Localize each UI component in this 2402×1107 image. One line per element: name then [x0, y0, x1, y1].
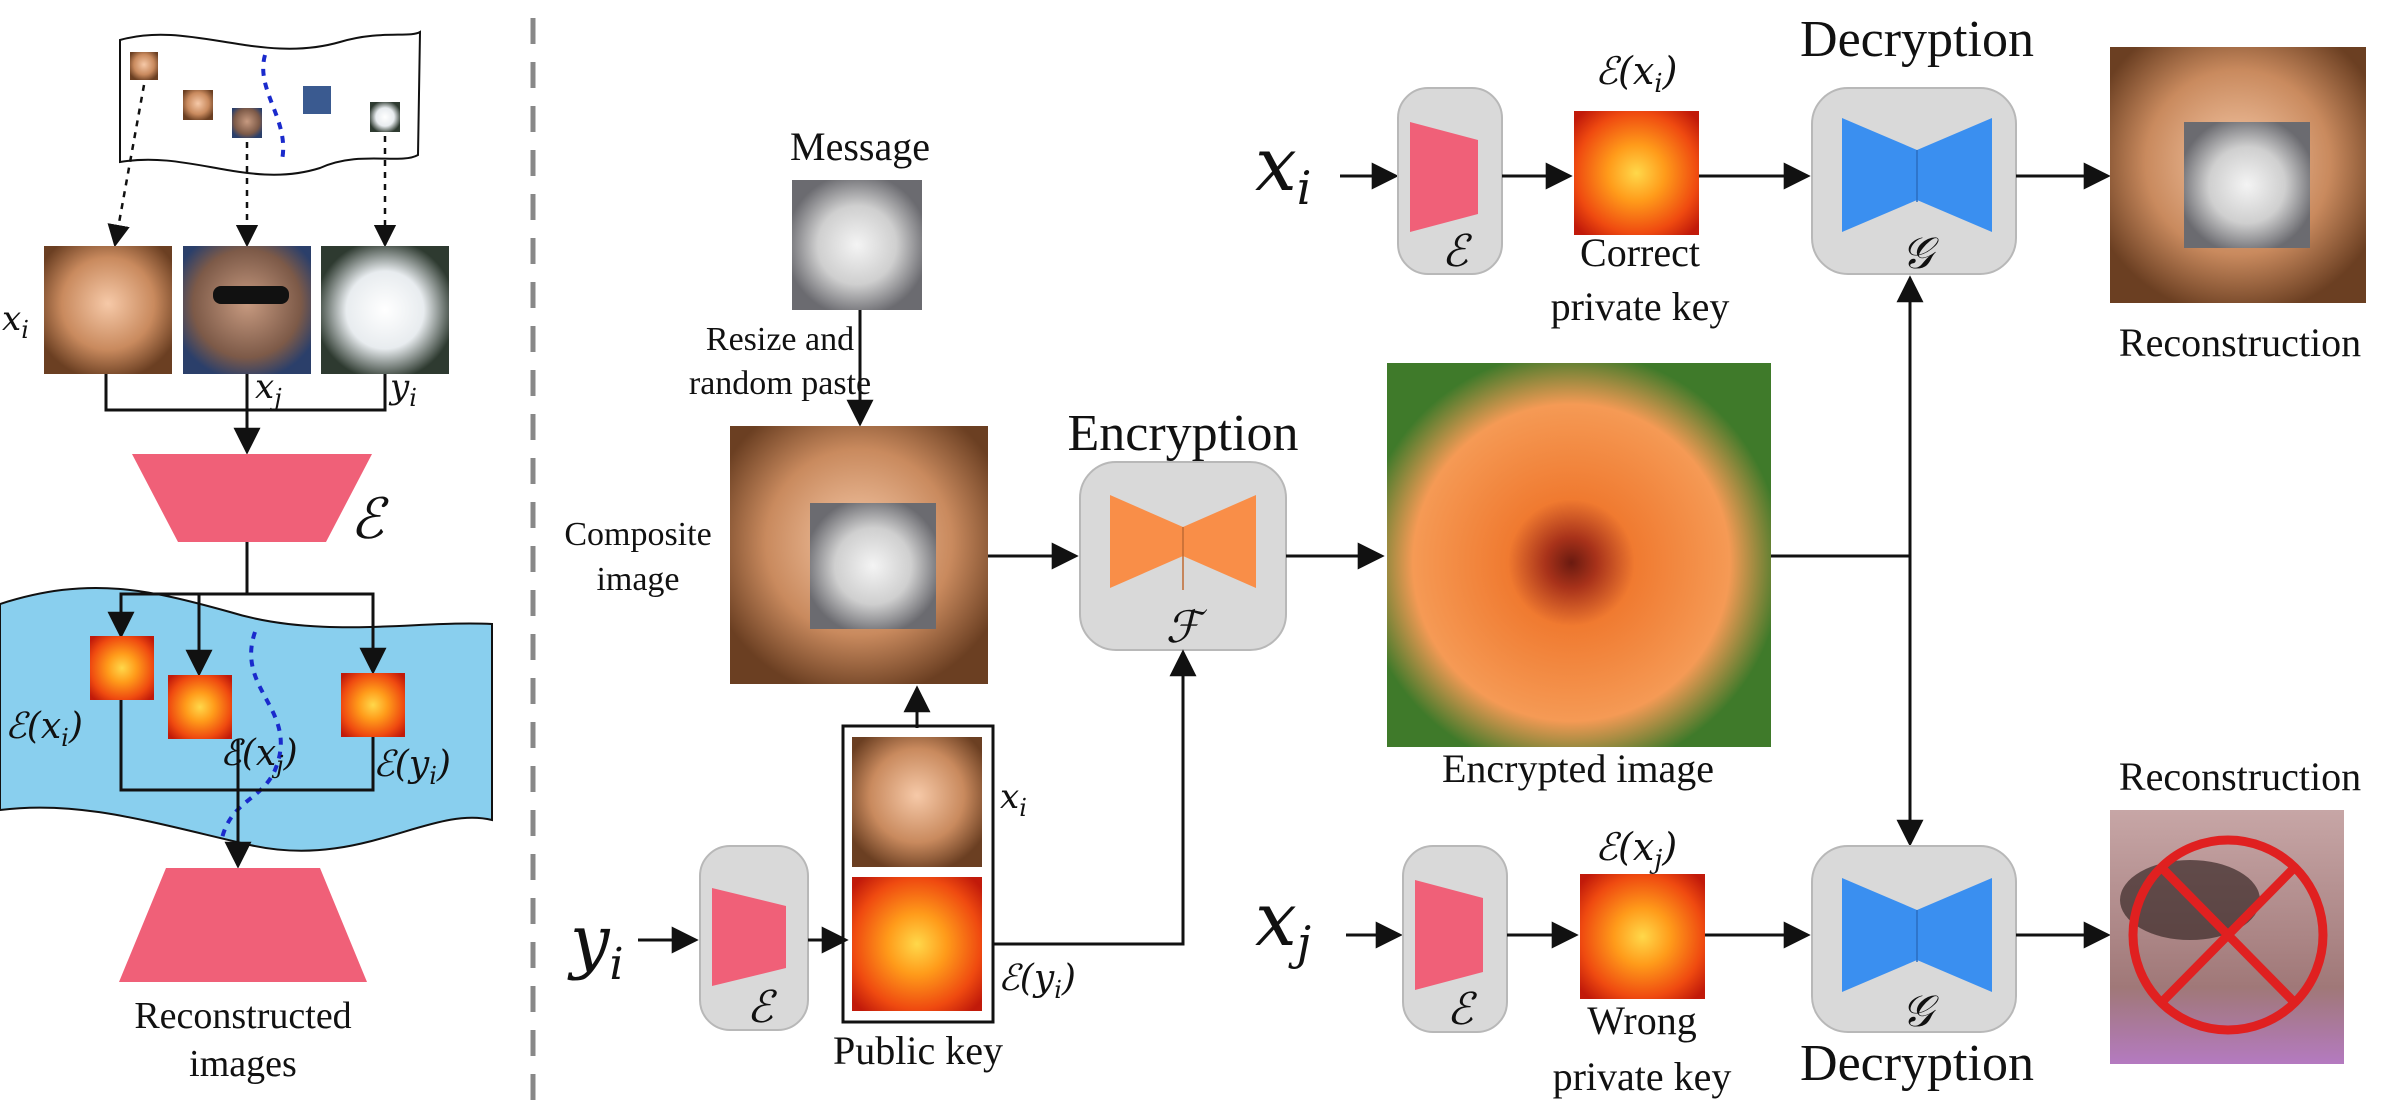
resize-label-line2: random paste: [689, 365, 871, 402]
public-key-latent-yi: [852, 877, 982, 1011]
top-key-line2: private key: [1551, 284, 1730, 329]
dataset-thumb-3: [232, 108, 262, 138]
latent-map-yi: [341, 673, 405, 737]
label-yi: yi: [388, 367, 417, 412]
top-input-xi: xi: [1255, 122, 1311, 215]
dataset-thumb-5: [370, 102, 400, 132]
public-key-image-xi: [852, 737, 982, 867]
bottom-decryption-branch: xj ℰ ℰ(xj) Wrong private key 𝒢 Decryptio…: [1255, 754, 2361, 1099]
bottom-latent-map: [1580, 874, 1705, 999]
sunglasses-shape: [213, 286, 289, 304]
failure-cross-line-2: [2158, 864, 2298, 1006]
input-yi-label: yi: [567, 900, 624, 990]
message-image: [792, 180, 922, 310]
top-latent-map: [1574, 111, 1699, 235]
top-key-line1: Correct: [1580, 230, 1700, 275]
bottom-reconstruction-label: Reconstruction: [2119, 754, 2361, 799]
reconstructed-label-line1: Reconstructed: [134, 995, 351, 1037]
top-reconstruction-label: Reconstruction: [2119, 320, 2361, 365]
bottom-encoder-shape: [1415, 880, 1483, 990]
bottom-key-line1: Wrong: [1587, 998, 1696, 1043]
left-encoder-trapezoid: [132, 454, 372, 542]
public-eyi-label: ℰ(yi): [998, 958, 1076, 1004]
top-encoder-shape: [1410, 122, 1478, 232]
composite-label-line1: Composite: [564, 516, 711, 553]
composite-message-patch: [810, 503, 936, 629]
bottom-key-line2: private key: [1553, 1054, 1732, 1099]
composite-label-line2: image: [596, 561, 679, 598]
dataset-thumb-2: [183, 90, 213, 120]
reconstructed-label-line2: images: [189, 1043, 297, 1085]
image-dataset-sheet: [119, 30, 422, 176]
bottom-encoder-symbol: ℰ: [1447, 984, 1478, 1035]
failure-cross-circle: [2128, 835, 2328, 1035]
encrypted-image: [1387, 363, 1771, 747]
label-xi: xi: [2, 299, 29, 344]
top-decryption-branch: xi ℰ ℰ(xi) Correct private key Decryptio…: [1255, 11, 2366, 365]
top-decryption-label: Decryption: [1800, 11, 2034, 68]
left-encoder-symbol: ℰ: [350, 487, 389, 552]
label-xj: xj: [255, 367, 282, 412]
public-encoder-shape: [712, 888, 786, 986]
public-key-label: Public key: [833, 1028, 1003, 1073]
bottom-decryption-label: Decryption: [1800, 1035, 2034, 1092]
input-image-xj: [183, 246, 311, 374]
resize-label-line1: Resize and: [706, 321, 854, 358]
latent-map-xi: [90, 636, 154, 700]
encryption-section: Message Resize and random paste Composit…: [564, 124, 1910, 1073]
public-xi-label: xi: [1000, 777, 1027, 822]
input-image-yi: [321, 246, 449, 374]
latent-map-xj: [168, 675, 232, 739]
message-label: Message: [790, 124, 930, 169]
latent-label-xj: ℰ(xj): [220, 733, 298, 779]
left-panel: xi xj yi ℰ ℰ(xi) ℰ(xj) ℰ(yi) Reconstruct…: [0, 30, 493, 1085]
top-recovered-message: [2184, 122, 2310, 248]
top-encoder-symbol: ℰ: [1442, 226, 1473, 277]
latent-label-yi: ℰ(yi): [373, 744, 451, 790]
public-encoder-symbol: ℰ: [747, 982, 778, 1033]
input-image-xi: [44, 246, 172, 374]
bottom-input-xj: xj: [1255, 877, 1311, 970]
dataset-thumb-1: [130, 52, 158, 80]
left-decoder-trapezoid: [119, 868, 367, 982]
top-latent-label: ℰ(xi): [1595, 49, 1677, 99]
bottom-latent-label: ℰ(xj): [1595, 825, 1677, 875]
dataset-thumb-4: [303, 86, 331, 114]
encrypted-image-label: Encrypted image: [1442, 746, 1714, 791]
encryption-label: Encryption: [1067, 405, 1298, 462]
latent-label-xi: ℰ(xi): [5, 706, 83, 752]
